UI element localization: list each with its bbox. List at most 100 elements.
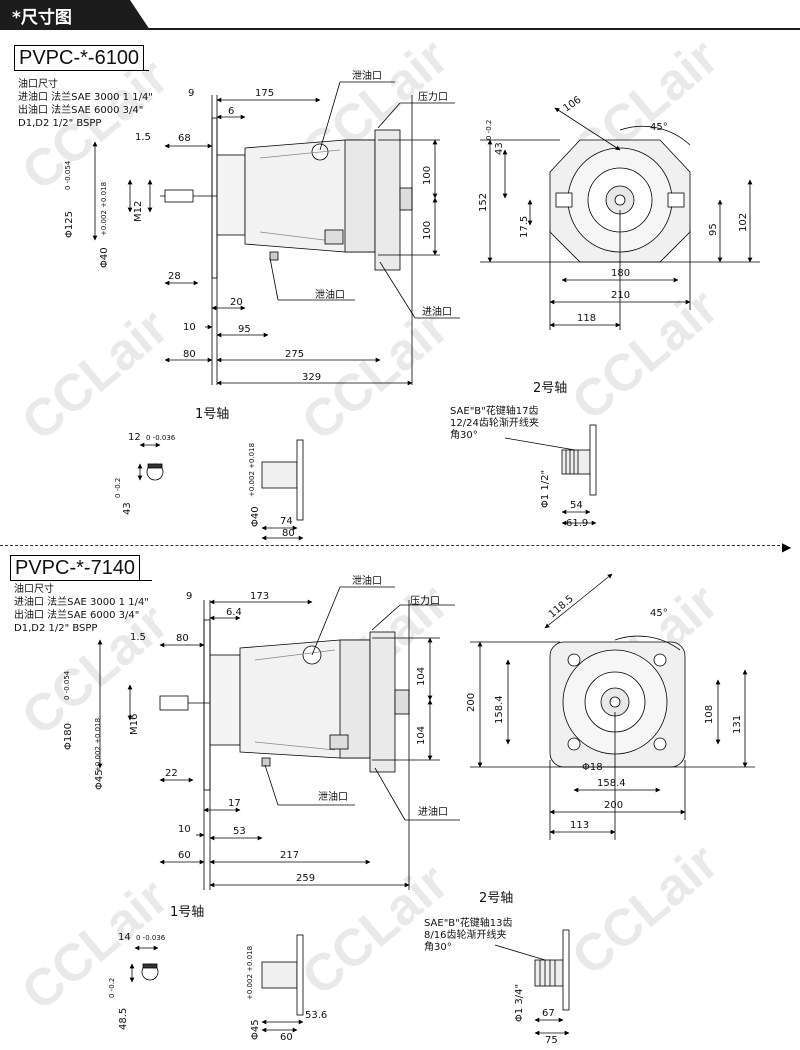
dim-label: M12 [133,201,144,222]
dim-label: 68 [178,133,191,144]
inlet-port-label: 进油口 [418,805,448,818]
model-title: PVPC-*-6100 [14,45,145,71]
dim-label: 60 [178,850,191,861]
model-underline [14,70,149,71]
pump-front-view [549,641,686,768]
dim-label: 158.4 [494,695,505,724]
dim-label: 108 [704,705,715,724]
dim-label: 17.5 [519,216,530,238]
pump-side-view [160,117,413,279]
dim-label: Φ45 [250,1019,261,1040]
port-spec-text: 油口尺寸 进油口 法兰SAE 3000 1 1/4" 出油口 法兰SAE 600… [14,584,149,634]
dim-label: 75 [545,1035,558,1046]
model-underline [10,580,152,581]
dim-label: 10 [178,824,191,835]
dimension-lines [92,81,460,386]
shaft-spline-note: SAE"B"花键轴17齿 12/24齿轮渐开线夹 角30° [450,404,542,441]
dim-label: 131 [732,715,743,734]
dim-label: 54 [570,500,583,511]
dim-label: 53.6 [305,1010,327,1021]
dim-label: 28 [168,271,181,282]
dim-label: 104 [416,726,427,745]
dim-label: 9 [186,591,192,602]
page-header: *尺寸图 [0,0,800,30]
dimension-lines [97,586,460,890]
pressure-port-label: 压力口 [410,594,440,607]
dimension-lines [470,573,755,840]
shaft-title: 1号轴 [195,407,229,422]
dim-label: 275 [285,349,304,360]
dim-label: 1.5 [135,132,151,143]
dim-label: 95 [708,223,719,236]
dim-label: Φ40 [99,247,110,268]
dim-label: 80 [176,633,189,644]
drain-port-label: 泄油口 [318,790,348,803]
dim-label: 102 [738,213,749,232]
dim-tolerance: +0.002 +0.018 [248,443,256,497]
dim-label: 180 [611,268,630,279]
dim-tolerance: 0 -0.036 [146,434,176,442]
dim-label: 200 [466,693,477,712]
section-divider [0,545,785,546]
dim-label: 173 [250,591,269,602]
dim-tolerance: 0 -0.054 [63,670,71,700]
shaft-title: 1号轴 [170,905,204,920]
shaft-title: 2号轴 [533,381,567,396]
dim-label: 10 [183,322,196,333]
port-spec-text: 油口尺寸 进油口 法兰SAE 3000 1 1/4" 出油口 法兰SAE 600… [18,79,153,129]
dim-label: Φ1 3/4" [514,984,525,1022]
dim-label: Φ18 [582,762,603,773]
dim-tolerance: +0.002 +0.018 [94,718,102,772]
dim-label: 329 [302,372,321,383]
dim-label: 95 [238,324,251,335]
dim-label: 259 [296,873,315,884]
dim-label: 80 [282,528,295,539]
dim-label: 48.5 [118,1008,129,1030]
dim-label: 217 [280,850,299,861]
dim-tolerance: +0.002 +0.018 [246,946,254,1000]
dim-label: 104 [416,667,427,686]
shaft2-detail [504,424,597,526]
dim-label: M16 [129,714,140,735]
pump-side-view [159,619,410,791]
drain-port-label: 泄油口 [352,69,382,82]
dim-tolerance: +0.002 +0.018 [100,182,108,236]
dim-label: 113 [570,820,589,831]
dim-tolerance: 0 -0.2 [108,978,116,998]
dim-label: 6.4 [226,607,242,618]
inlet-port-label: 进油口 [422,305,452,318]
dim-label: 152 [478,193,489,212]
dim-label: 22 [165,768,178,779]
shaft1-detail [129,934,304,1033]
dim-tolerance: 0 -0.036 [136,934,166,942]
dim-tolerance: 0 -0.2 [485,120,493,140]
dim-label: 210 [611,290,630,301]
dim-label: 61.9 [566,518,588,529]
dim-label: 100 [422,166,433,185]
dim-label: Φ180 [63,723,74,750]
dim-label: 200 [604,800,623,811]
dim-tolerance: 0 -0.054 [64,160,72,190]
header-rule [140,28,800,30]
dim-label: 158.4 [597,778,626,789]
dim-label: 6 [228,106,234,117]
shaft-spline-note: SAE"B"花键轴13齿 8/16齿轮渐开线夹 角30° [424,916,516,953]
divider-arrow-icon: ▶ [782,540,792,554]
dim-label: 175 [255,88,274,99]
dim-label: 45° [650,608,668,619]
dim-label: 106 [561,94,583,114]
dim-label: 74 [280,516,293,527]
dim-label: 43 [122,502,133,515]
dim-label: Φ45 [94,769,105,790]
dim-label: 60 [280,1032,293,1043]
dim-label: Φ1 1/2" [540,470,551,508]
dim-label: 80 [183,349,196,360]
header-tab [0,0,150,30]
drain-port-label: 泄油口 [315,288,345,301]
pump-front-view [549,139,691,263]
shaft1-detail [137,439,304,541]
dim-label: 17 [228,798,241,809]
dim-label: 118 [577,313,596,324]
dimension-lines [480,107,760,330]
